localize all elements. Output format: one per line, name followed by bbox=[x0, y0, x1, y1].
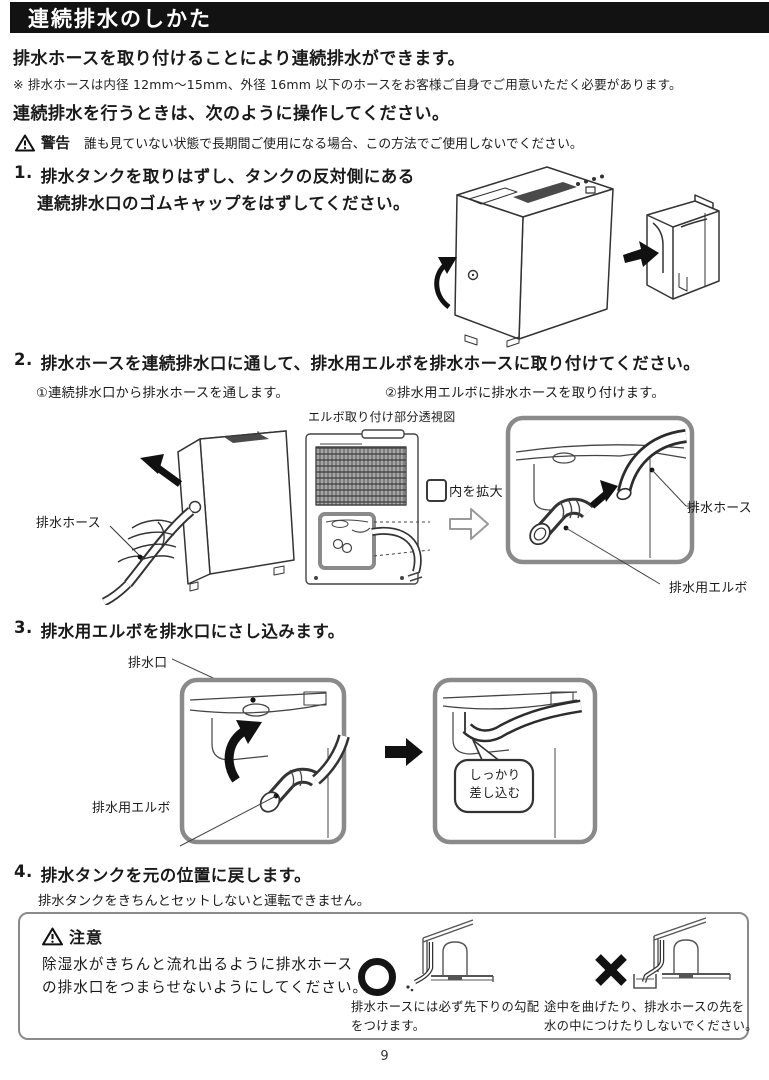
intro-line-2: 連続排水を行うときは、次のように操作してください。 bbox=[13, 104, 450, 124]
good-caption-line1: 排水ホースには必ず先下りの勾配 bbox=[351, 1000, 540, 1014]
step-2-sub2: ②排水用エルボに排水ホースを取り付けます。 bbox=[385, 386, 665, 401]
drain-elbow-drawing bbox=[529, 497, 595, 546]
intro-note: ※ 排水ホースは内径 12mm〜15mm、外径 16mm 以下のホースをお客様ご… bbox=[13, 77, 682, 92]
good-drain-illustration bbox=[406, 919, 494, 992]
caution-heading: 注意 bbox=[42, 924, 103, 948]
label-drain-hose-left: 排水ホース bbox=[36, 516, 101, 531]
step-4-number: 4. bbox=[14, 862, 33, 881]
caution-text-line2: の排水口をつまらせないようにしてください。 bbox=[42, 979, 369, 997]
warning-row: 警告 誰も見ていない状態で長期間ご使用になる場合、この方法でご使用しないでくださ… bbox=[15, 132, 583, 153]
step-2-elbow-detail-illustration bbox=[505, 415, 696, 585]
step-3-heading: 3. 排水用エルボを排水口にさし込みます。 bbox=[14, 618, 345, 642]
label-drain-hose-right: 排水ホース bbox=[687, 501, 752, 516]
caution-label: 注意 bbox=[69, 928, 104, 947]
caution-triangle-icon bbox=[42, 927, 63, 945]
bad-caption: 途中を曲げたり、排水ホースの先を 水の中につけたりしないでください。 bbox=[544, 998, 758, 1036]
caution-text: 除湿水がきちんと流れ出るように排水ホース の排水口をつまらせないようにしてくださ… bbox=[42, 953, 368, 999]
step-4-text: 排水タンクを元の位置に戻します。 bbox=[40, 866, 312, 885]
hand-drawing bbox=[117, 519, 177, 563]
control-panel-buttons bbox=[576, 174, 604, 194]
page-title: 連続排水のしかた bbox=[10, 2, 769, 33]
step-1-unit-and-tank-illustration bbox=[434, 166, 720, 348]
push-arrow-icon bbox=[140, 454, 183, 487]
bad-mark-icon bbox=[595, 954, 627, 986]
zoom-area-box-icon bbox=[426, 479, 447, 502]
good-caption: 排水ホースには必ず先下りの勾配 をつけます。 bbox=[351, 998, 539, 1036]
label-drain-elbow-step3: 排水用エルボ bbox=[92, 801, 171, 816]
bad-drain-illustration bbox=[633, 917, 731, 989]
warning-label: 警告 bbox=[41, 136, 70, 152]
step-2-text: 排水ホースを連続排水口に通して、排水用エルボを排水ホースに取り付けてください。 bbox=[40, 354, 701, 373]
speech-bubble bbox=[453, 758, 535, 814]
rotate-arrow-icon bbox=[434, 257, 457, 310]
good-mark-icon bbox=[358, 958, 396, 996]
attach-arrow-icon bbox=[589, 480, 618, 509]
next-step-arrow-icon bbox=[385, 738, 423, 766]
intro-line-1: 排水ホースを取り付けることにより連続排水ができます。 bbox=[13, 49, 466, 69]
step-1-text-line2: 連続排水口のゴムキャップをはずしてください。 bbox=[37, 194, 411, 213]
step-2-heading: 2. 排水ホースを連続排水口に通して、排水用エルボを排水ホースに取り付けてくださ… bbox=[14, 350, 700, 374]
elbow-viewport bbox=[318, 512, 376, 570]
insert-arrow-icon bbox=[623, 241, 659, 267]
label-drain-port: 排水口 bbox=[128, 656, 168, 671]
diagram-title: エルボ取り付け部分透視図 bbox=[308, 410, 456, 424]
step-3-inserted-illustration bbox=[432, 677, 598, 845]
step-2-number: 2. bbox=[14, 350, 33, 369]
bubble-pointer bbox=[472, 739, 502, 763]
water-container-drawing bbox=[633, 974, 657, 989]
step-1-number: 1. bbox=[14, 163, 33, 182]
step-2-hose-insert-illustration bbox=[101, 430, 295, 605]
caution-text-line1: 除湿水がきちんと流れ出るように排水ホース bbox=[42, 956, 354, 973]
bubble-line1: しっかり bbox=[469, 768, 521, 782]
step-4-heading: 4. 排水タンクを元の位置に戻します。 bbox=[14, 862, 311, 886]
swing-arrow-icon bbox=[224, 720, 262, 783]
step-3-number: 3. bbox=[14, 618, 33, 637]
bad-caption-line1: 途中を曲げたり、排水ホースの先を bbox=[544, 1000, 745, 1014]
step-2-sub1: ①連続排水口から排水ホースを通します。 bbox=[36, 386, 289, 401]
label-drain-elbow: 排水用エルボ bbox=[669, 581, 748, 596]
step-1-heading: 1. 排水タンクを取りはずし、タンクの反対側にある bbox=[14, 163, 415, 187]
warning-triangle-icon bbox=[15, 134, 35, 151]
page-title-text: 連続排水のしかた bbox=[28, 6, 212, 31]
hollow-right-arrow-icon bbox=[449, 508, 489, 540]
water-tank-drawing bbox=[646, 194, 720, 300]
step-4-sub: 排水タンクをきちんとセットしないと運転できません。 bbox=[38, 894, 371, 909]
step-2-rear-view-illustration bbox=[305, 429, 431, 585]
step-3-insert-illustration bbox=[172, 658, 350, 847]
bad-caption-line2: 水の中につけたりしないでください。 bbox=[544, 1019, 758, 1034]
page-number: 9 bbox=[380, 1049, 389, 1064]
bubble-line2: 差し込む bbox=[469, 786, 521, 801]
good-caption-line2: をつけます。 bbox=[351, 1019, 426, 1034]
bubble-text: しっかり 差し込む bbox=[459, 766, 531, 803]
step-1-text-line1: 排水タンクを取りはずし、タンクの反対側にある bbox=[40, 167, 415, 186]
zoom-note: 内を拡大 bbox=[449, 485, 503, 500]
step-3-text: 排水用エルボを排水口にさし込みます。 bbox=[40, 622, 345, 641]
warning-text: 誰も見ていない状態で長期間ご使用になる場合、この方法でご使用しないでください。 bbox=[84, 137, 583, 152]
